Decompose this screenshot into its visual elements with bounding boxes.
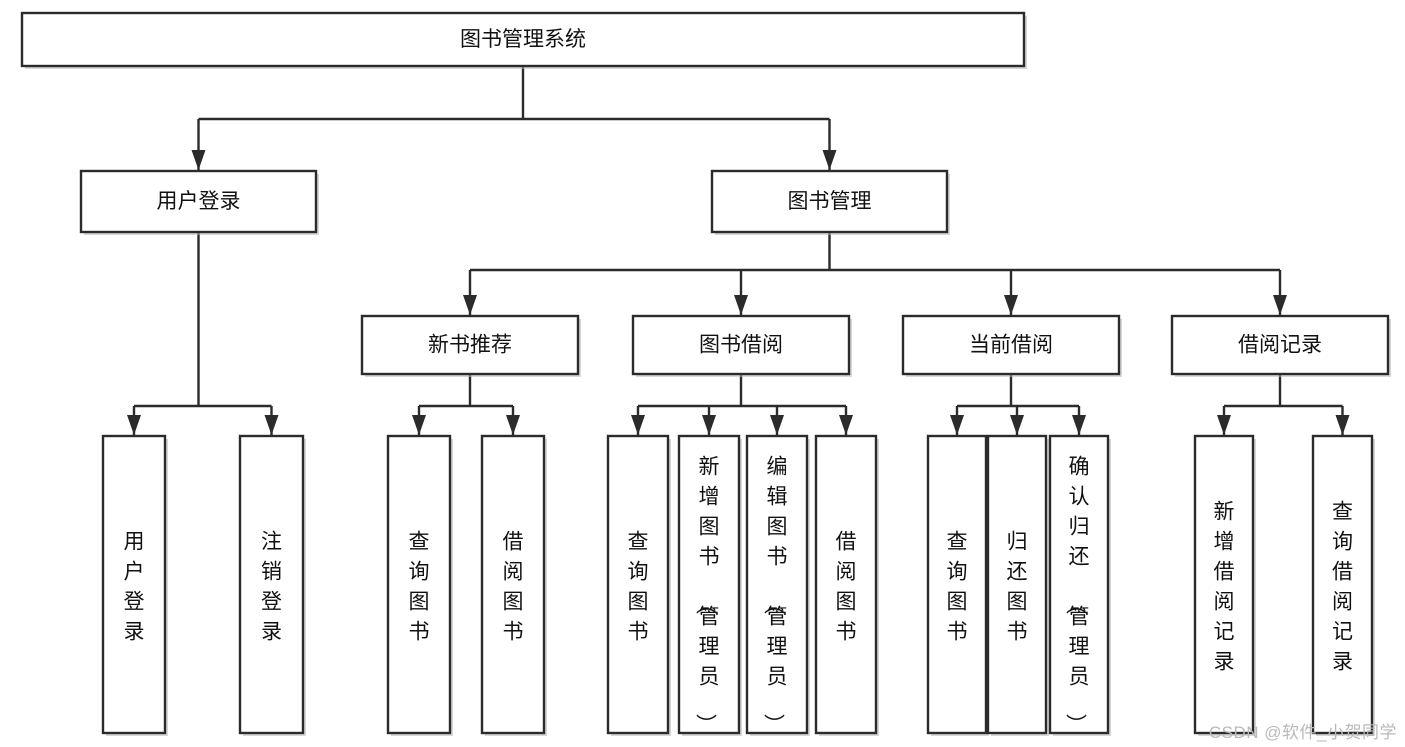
leaf-query-book-3-label: 查询图书 (947, 531, 968, 644)
node-root-system-box[interactable] (20, 11, 1026, 68)
leaf-return-book-label: 归还图书 (1007, 531, 1028, 644)
node-new-book-recommend[interactable]: 新书推荐 (360, 314, 581, 377)
leaf-user-login-label: 用户登录 (124, 531, 145, 644)
node-borrow-records-box[interactable] (1170, 314, 1390, 376)
node-book-borrow[interactable]: 图书借阅 (631, 314, 852, 377)
leaf-edit-book-admin-box[interactable] (745, 434, 809, 735)
leaf-logout-label: 注销登录 (261, 531, 282, 644)
leaf-query-book-1[interactable]: 查询图书 (386, 434, 453, 736)
leaf-query-book-1-box[interactable] (386, 434, 452, 735)
leaf-return-book-box[interactable] (986, 434, 1048, 735)
leaf-borrow-book-2[interactable]: 借阅图书 (814, 434, 879, 736)
leaf-query-book-2-label: 查询图书 (628, 531, 649, 644)
leaf-query-book-3-box[interactable] (926, 434, 988, 735)
node-book-management-label: 图书管理 (788, 190, 872, 213)
leaf-confirm-return-admin-label: 确认归还（管理员） (1064, 456, 1090, 735)
leaf-add-book-admin-box[interactable] (677, 434, 741, 735)
node-current-borrow-label: 当前借阅 (969, 334, 1053, 357)
node-borrow-records-label: 借阅记录 (1238, 334, 1322, 357)
node-book-borrow-box[interactable] (631, 314, 851, 376)
node-user-login-box[interactable] (79, 169, 318, 234)
node-root-system-label: 图书管理系统 (460, 28, 586, 51)
leaf-confirm-return-admin-box[interactable] (1048, 434, 1110, 735)
leaf-add-borrow-record-box[interactable] (1193, 434, 1255, 735)
leaf-logout-box[interactable] (238, 434, 305, 735)
leaf-query-borrow-record-box[interactable] (1311, 434, 1374, 735)
node-borrow-records[interactable]: 借阅记录 (1170, 314, 1391, 377)
node-user-login[interactable]: 用户登录 (79, 169, 319, 235)
leaf-borrow-book-1[interactable]: 借阅图书 (480, 434, 547, 736)
leaf-user-login[interactable]: 用户登录 (101, 434, 168, 736)
node-book-management[interactable]: 图书管理 (710, 169, 950, 235)
leaf-edit-book-admin-label: 编辑图书（管理员） (762, 456, 788, 735)
node-book-management-box[interactable] (710, 169, 949, 234)
leaf-query-book-2-box[interactable] (606, 434, 670, 735)
node-root-system[interactable]: 图书管理系统 (20, 11, 1027, 69)
leaf-add-book-admin[interactable]: 新增图书（管理员） (677, 434, 742, 736)
leaf-borrow-book-2-box[interactable] (814, 434, 878, 735)
node-current-borrow[interactable]: 当前借阅 (901, 314, 1122, 377)
leaf-logout[interactable]: 注销登录 (238, 434, 306, 736)
leaf-return-book[interactable]: 归还图书 (986, 434, 1049, 736)
leaf-query-borrow-record-label: 查询借阅记录 (1332, 501, 1353, 674)
node-new-book-recommend-box[interactable] (360, 314, 580, 376)
leaf-add-borrow-record[interactable]: 新增借阅记录 (1193, 434, 1256, 736)
leaf-borrow-book-1-label: 借阅图书 (503, 531, 524, 644)
leaf-edit-book-admin[interactable]: 编辑图书（管理员） (745, 434, 810, 736)
leaf-add-borrow-record-label: 新增借阅记录 (1214, 501, 1235, 674)
node-new-book-recommend-label: 新书推荐 (428, 334, 512, 357)
leaf-query-book-3[interactable]: 查询图书 (926, 434, 989, 736)
leaf-query-book-1-label: 查询图书 (409, 531, 430, 644)
node-current-borrow-box[interactable] (901, 314, 1121, 376)
watermark-text: CSDN @软件_小贺同学 (1208, 723, 1397, 742)
leaf-borrow-book-1-box[interactable] (480, 434, 546, 735)
leaf-add-book-admin-label: 新增图书（管理员） (694, 456, 720, 735)
leaf-query-book-2[interactable]: 查询图书 (606, 434, 671, 736)
leaf-borrow-book-2-label: 借阅图书 (836, 531, 857, 644)
leaf-confirm-return-admin[interactable]: 确认归还（管理员） (1048, 434, 1111, 736)
node-book-borrow-label: 图书借阅 (699, 334, 783, 357)
leaf-query-borrow-record[interactable]: 查询借阅记录 (1311, 434, 1375, 736)
leaf-user-login-box[interactable] (101, 434, 167, 735)
node-user-login-label: 用户登录 (157, 190, 241, 213)
